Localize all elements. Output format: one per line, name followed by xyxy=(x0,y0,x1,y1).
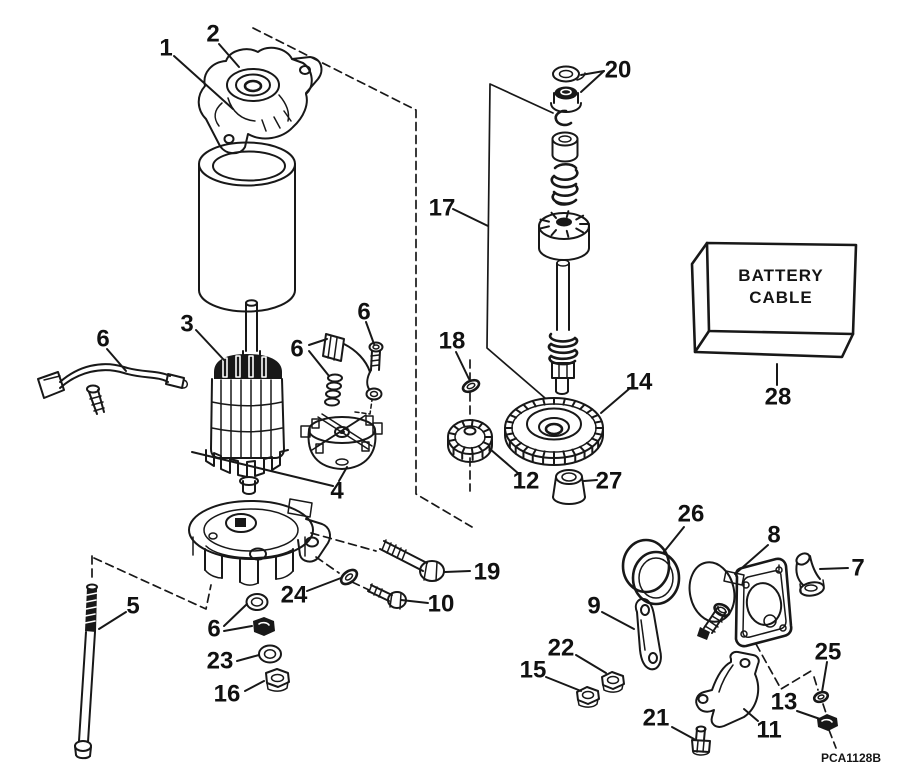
washer-23 xyxy=(258,644,282,664)
nut-16 xyxy=(265,668,290,692)
drive-spacer xyxy=(551,131,579,163)
callout-27-12: 27 xyxy=(596,468,623,495)
bolt-10 xyxy=(367,583,407,610)
callout-5-18: 5 xyxy=(126,593,139,620)
drive-gear-large xyxy=(504,397,604,466)
callout-8-15: 8 xyxy=(767,522,780,549)
terminal-boot xyxy=(795,552,825,597)
motor-frame xyxy=(198,141,296,313)
battery-cable-text-line1: BATTERY xyxy=(738,266,823,285)
battery-cable-box: BATTERY CABLE xyxy=(690,241,858,359)
callout-6-6: 6 xyxy=(96,326,109,353)
thru-bolt-5 xyxy=(74,583,98,760)
nut-6 xyxy=(253,617,275,636)
callout-17-3: 17 xyxy=(429,195,456,222)
sleeve-26 xyxy=(621,538,681,606)
bushing-27 xyxy=(552,469,586,505)
nut-13 xyxy=(817,714,838,731)
battery-cable-text-line2: CABLE xyxy=(749,288,813,307)
callout-6-22: 6 xyxy=(207,616,220,643)
callout-24-19: 24 xyxy=(281,582,308,609)
callout-10-20: 10 xyxy=(428,591,455,618)
bracket-11 xyxy=(695,650,760,728)
drive-cap xyxy=(550,86,582,113)
bolt-21 xyxy=(691,725,711,756)
callout-19-17: 19 xyxy=(474,559,501,586)
washer-18 xyxy=(461,378,481,394)
brush-plate xyxy=(300,413,383,470)
callout-21-29: 21 xyxy=(643,705,670,732)
callout-2-1: 2 xyxy=(206,21,219,48)
callout-12-11: 12 xyxy=(513,468,540,495)
washer-25 xyxy=(812,690,830,704)
callout-20-2: 20 xyxy=(605,57,632,84)
motor-lead-wire xyxy=(37,363,188,415)
brush-and-spring xyxy=(322,333,371,407)
callout-3-5: 3 xyxy=(180,311,193,338)
callout-18-9: 18 xyxy=(439,328,466,355)
lower-end-cap xyxy=(188,498,331,586)
armature xyxy=(205,299,289,495)
end-cap-ear-hole xyxy=(299,65,311,75)
drive-shaft xyxy=(547,259,579,395)
drive-spring xyxy=(550,162,579,206)
nut-15 xyxy=(576,686,600,708)
diagram-code: PCA1128B xyxy=(821,751,881,765)
alignment-dashed-lines xyxy=(91,27,837,749)
callout-26-14: 26 xyxy=(678,501,705,528)
callout-23-25: 23 xyxy=(207,648,234,675)
bolt-19 xyxy=(379,539,445,582)
callout-11-30: 11 xyxy=(756,717,781,744)
drive-pinion xyxy=(538,210,590,261)
callout-6-7: 6 xyxy=(290,336,303,363)
drive-retainer-washer xyxy=(552,65,586,83)
starter-drive-assembly xyxy=(538,65,590,395)
callout-13-28: 13 xyxy=(771,689,798,716)
nut-22 xyxy=(601,671,625,693)
pinion-gear-small xyxy=(447,419,493,463)
callout-9-21: 9 xyxy=(587,593,600,620)
callout-7-16: 7 xyxy=(851,555,864,582)
strap-9 xyxy=(634,597,662,671)
callout-15-24: 15 xyxy=(520,657,547,684)
end-cap-mount-hole xyxy=(305,536,319,548)
washer-6 xyxy=(245,593,269,611)
assembly-17-bracket xyxy=(486,83,554,399)
callout-14-10: 14 xyxy=(626,369,653,396)
callout-25-26: 25 xyxy=(815,639,842,666)
callout-22-23: 22 xyxy=(548,635,575,662)
callout-28-4: 28 xyxy=(765,384,792,411)
callout-1-0: 1 xyxy=(159,35,172,62)
washer-24 xyxy=(339,568,359,586)
snap-ring xyxy=(554,109,573,127)
callout-4-13: 4 xyxy=(330,478,344,505)
brush-screw-terminal xyxy=(365,341,384,401)
end-cap-tab-hole xyxy=(223,134,235,144)
solenoid-stud xyxy=(697,602,731,640)
callout-leader-lines xyxy=(98,43,849,740)
callout-6-8: 6 xyxy=(357,299,370,326)
top-end-cap xyxy=(197,46,323,155)
callout-16-27: 16 xyxy=(214,681,241,708)
